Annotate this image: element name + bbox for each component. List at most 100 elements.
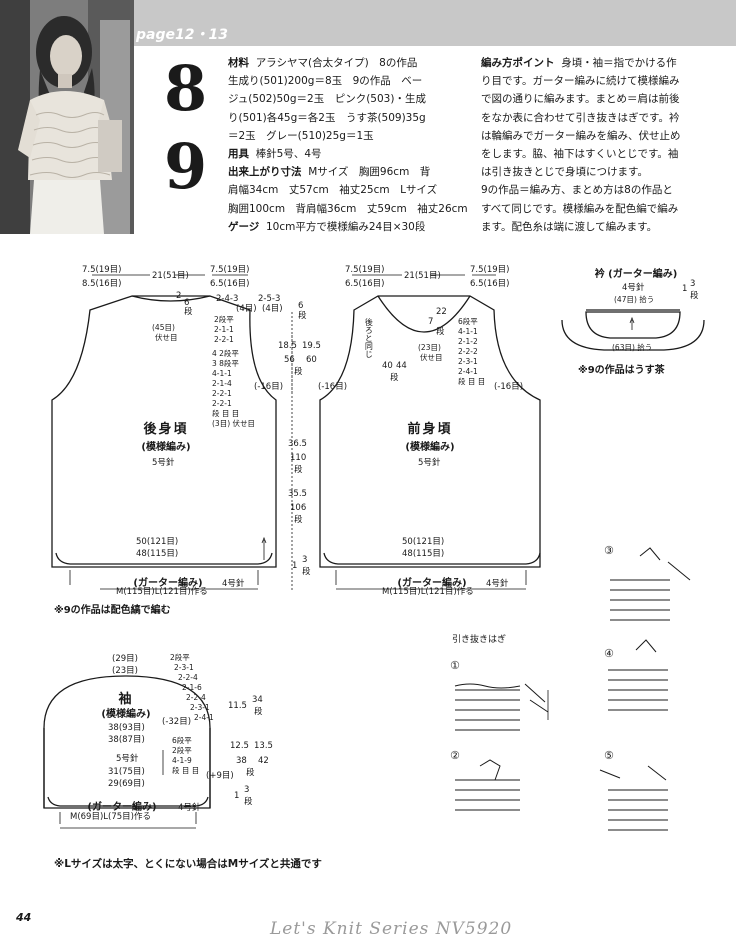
body-rows-unit: 段 [294, 465, 303, 475]
sizes-line: 胸囲100cm 背肩幅36cm 丈59cm 袖丈26cm [228, 202, 468, 215]
collar-rows: 1 [682, 284, 688, 294]
sizes-line: 肩幅34cm 丈57cm 袖丈25cm Lサイズ [228, 184, 438, 197]
collar-title: 衿 (ガーター編み) [594, 269, 678, 280]
arm-rows-m: 56 [284, 355, 295, 365]
model-photo [0, 0, 134, 234]
back-arm-row: (3目) 伏せ目 [212, 419, 256, 428]
sleeve-cap-row: 2-2-4 [178, 673, 198, 682]
sleeve-side-height-l: 13.5 [254, 741, 273, 751]
arm-rows-unit: 段 [294, 367, 303, 377]
sleeve-lower-m: 31(75目) [108, 767, 145, 777]
front-neck-row: 2-2-2 [458, 347, 478, 356]
back-arm-row: 2-2-1 [212, 399, 232, 408]
series-title: Let's Knit Series NV5920 [270, 919, 513, 939]
points-line: をします。脇、袖下はすくいとじです。袖 [481, 148, 679, 161]
sleeve-increase: (+9目) [206, 771, 234, 781]
pattern-number-8: 8 [164, 52, 208, 125]
materials-line: ＝2玉 グレー(510)25g＝1玉 [228, 129, 374, 142]
sleeve-hem-height: 1 [234, 791, 240, 801]
body-rows-l: 106 [290, 503, 307, 513]
body-rows-m: 110 [290, 453, 307, 463]
body-height-l: 35.5 [288, 489, 307, 499]
sleeve-hem-rows: 3 [244, 785, 250, 795]
collar-inner [585, 311, 681, 339]
back-neck-bind: (45目) [152, 323, 175, 332]
materials-title: 材料 [228, 57, 249, 69]
collar-rows-l: 3 [690, 279, 696, 289]
front-neck-height: 22 [436, 307, 447, 317]
sleeve-side-rows-l: 42 [258, 756, 269, 766]
step-2-illustration [455, 759, 520, 811]
back-hem-needle: 4号針 [222, 579, 245, 589]
back-cast-on: M(115目)L(121目)作る [116, 587, 208, 597]
tools-title: 用具 [228, 148, 249, 161]
technique-step-4: ④ [604, 647, 614, 660]
front-needle: 5号針 [418, 458, 441, 468]
front-neck-row: 2-4-1 [458, 367, 478, 376]
front-side-height-l: 44 [396, 361, 407, 371]
pattern-number-9: 9 [164, 130, 208, 203]
sleeve-top-l: (23目) [112, 666, 138, 676]
back-neck-dec: 2-4-3 [216, 294, 239, 304]
points-line: で図の通りに編みます。まとめ＝肩は前後 [481, 93, 680, 106]
sleeve-cap-row: 2段平 [170, 653, 190, 662]
back-neck-curve [131, 295, 211, 302]
back-shoulder-m: 7.5(19目) [82, 265, 122, 275]
sizes-title: 出来上がり寸法 [228, 166, 302, 179]
hem-rows: 3 [302, 555, 308, 565]
sleeve-cast-on: M(69目)L(75目)作る [70, 812, 151, 822]
back-shoulder-height: 6 [298, 301, 304, 311]
sleeve-cap-rows: 34 [252, 695, 263, 705]
back-hem-stitch: (ガーター編み) [133, 578, 203, 589]
front-neck-bind-label: 伏せ目 [420, 353, 443, 362]
back-body-outline [51, 295, 277, 568]
front-cast-on: M(115目)L(121目)作る [382, 587, 474, 597]
collar-pickup-bottom: (63目) 拾う [612, 343, 653, 352]
back-neck-depth-unit: 6 [184, 298, 190, 308]
technique-illustrations [454, 547, 691, 831]
sleeve-cap-row: 2-3-1 [190, 703, 210, 712]
back-arm-dec: (-16目) [254, 382, 284, 392]
step-4-illustration [608, 639, 668, 711]
arm-height-m: 18.5 [278, 341, 297, 351]
points-line: をなか表に合わせて引き抜きはぎです。衿 [481, 111, 680, 124]
sleeve-lower-l: 29(69目) [108, 779, 145, 789]
front-shoulder-right-m: 7.5(19目) [470, 265, 510, 275]
back-width-l: 48(115目) [136, 549, 179, 559]
back-title: 後身頃 [143, 422, 189, 437]
sleeve-top-m: (29目) [112, 654, 138, 664]
technique-step-2: ② [450, 749, 460, 762]
step-1-illustration [454, 683, 549, 731]
technique-title: 引き抜きはぎ [452, 635, 507, 645]
hem-height: 1 [292, 561, 298, 571]
collar-rows-unit: 段 [690, 291, 699, 301]
header-bar [128, 0, 736, 46]
sleeve-side-height-m: 12.5 [230, 741, 249, 751]
back-arm-row: 4 2段平 [212, 349, 239, 358]
technique-step-1: ① [450, 659, 460, 672]
sleeve-title: 袖 [118, 692, 134, 707]
sleeve-side-row: 2段平 [172, 746, 192, 755]
tools-text: 棒針5号、4号 [255, 148, 322, 161]
sleeve-stitch: (模様編み) [101, 709, 151, 720]
back-shoulder-right-m: 7.5(19目) [210, 265, 250, 275]
sleeve-hem-needle: 4号針 [178, 803, 201, 813]
sleeve-cap-row: 2-1-6 [182, 683, 202, 692]
sleeve-side-rows-unit: 段 [246, 768, 255, 778]
sleeve-cap-dec: (-32目) [162, 717, 192, 727]
front-arm-dec-left: (-16目) [318, 382, 348, 392]
size-note: ※Lサイズは太字、とくにない場合はMサイズと共通です [54, 858, 322, 870]
front-hem-needle: 4号針 [486, 579, 509, 589]
points-title: 編み方ポイント [481, 57, 555, 69]
body-height-m: 36.5 [288, 439, 307, 449]
front-title: 前身頃 [407, 422, 453, 437]
front-stitch: (模様編み) [405, 442, 455, 453]
back-arm-row: 3 8段平 [212, 359, 239, 368]
technique-step-3: ③ [604, 544, 614, 557]
sleeve-needle: 5号針 [116, 754, 139, 764]
sleeve-cap-row: 2-4-1 [194, 713, 214, 722]
collar-note: ※9の作品はうす茶 [578, 365, 665, 376]
back-shoulder-dec-count: (4目) [262, 304, 283, 314]
back-arm-row: 2-1-4 [212, 379, 232, 388]
page-label: page12・13 [136, 27, 228, 43]
